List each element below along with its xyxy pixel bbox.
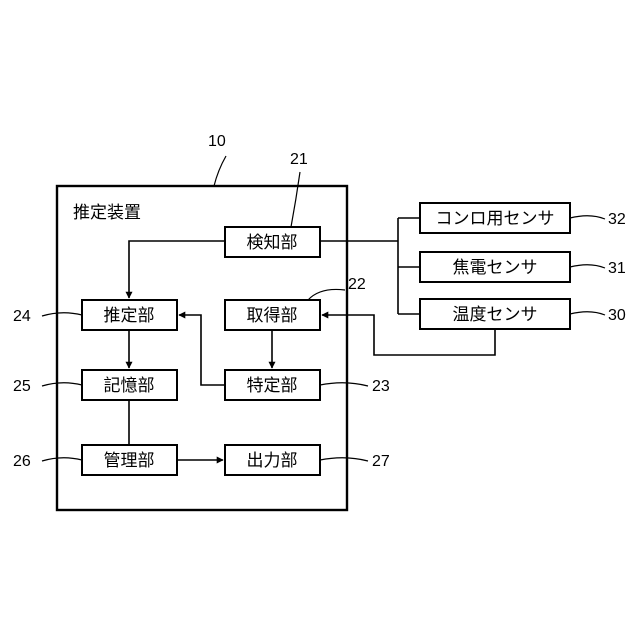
output-ref: 27 (372, 453, 390, 470)
storage-ref: 25 (13, 378, 31, 395)
detection-unit-label: 検知部 (247, 233, 298, 253)
management-ref: 26 (13, 453, 31, 470)
pyroelectric-sensor-ref-leader (570, 265, 605, 268)
acquisition-unit-label: 取得部 (247, 306, 298, 326)
identification-unit-label: 特定部 (247, 376, 298, 396)
estimation-ref: 24 (13, 308, 31, 325)
device-title: 推定装置 (73, 203, 141, 223)
temperature-sensor-label: 温度センサ (453, 305, 538, 325)
estimation-unit-label: 推定部 (104, 306, 155, 326)
stove-sensor-label: コンロ用センサ (436, 209, 555, 229)
stove-sensor-ref-leader (570, 216, 605, 219)
management-unit-label: 管理部 (104, 451, 155, 471)
temperature-sensor-ref-leader (570, 312, 605, 315)
identification-ref: 23 (372, 378, 390, 395)
pyroelectric-sensor-ref: 31 (608, 260, 626, 277)
device-ref: 10 (208, 133, 226, 150)
pyroelectric-sensor-label: 焦電センサ (453, 258, 538, 278)
detection-ref: 21 (290, 151, 308, 168)
stove-sensor-ref: 32 (608, 211, 626, 228)
storage-unit-label: 記憶部 (104, 376, 155, 396)
acquisition-ref: 22 (348, 276, 366, 293)
device-ref-leader (214, 156, 226, 186)
output-unit-label: 出力部 (247, 451, 298, 471)
temperature-sensor-ref: 30 (608, 307, 626, 324)
